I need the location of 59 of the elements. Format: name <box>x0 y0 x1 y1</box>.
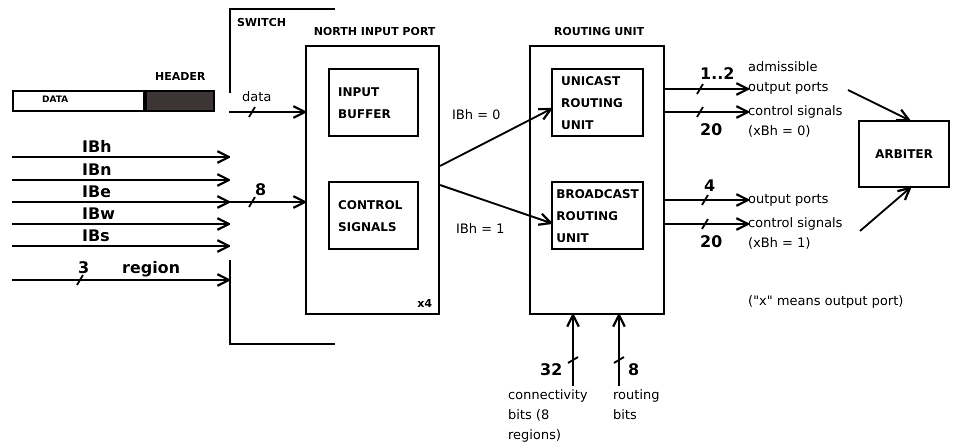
bus-arrow <box>228 105 306 119</box>
block-title: SWITCH <box>237 16 286 29</box>
edge-label: 1..2 <box>700 64 734 83</box>
block-label: ARBITER <box>874 146 934 163</box>
signal-label: connectivity bits (8 regions) <box>508 387 589 443</box>
edge-label: IBh <box>82 137 112 156</box>
segment-label: DATA <box>42 95 68 105</box>
block-title: ROUTING UNIT <box>552 25 646 38</box>
edge-label: IBh = 1 <box>456 221 504 239</box>
arrow <box>12 150 230 164</box>
block-label: INPUT BUFFER <box>337 84 392 122</box>
arrow <box>12 173 230 187</box>
signal-label: control signals <box>748 215 844 233</box>
arbiter-box <box>858 120 950 188</box>
block-label: BROADCAST ROUTING UNIT <box>555 186 640 246</box>
edge-label: 4 <box>704 176 716 195</box>
bus-arrow <box>11 273 230 287</box>
control-box <box>328 181 419 250</box>
bus-arrow <box>664 82 750 96</box>
edge-label: IBn <box>82 160 112 179</box>
condition-label: (xBh = 1) <box>748 235 812 253</box>
buffer-box <box>328 68 419 137</box>
edge-label: data <box>242 89 272 107</box>
block-title: HEADER <box>155 70 206 83</box>
arrow <box>12 239 230 253</box>
signal-label: output ports <box>748 191 830 209</box>
block-label: UNICAST ROUTING UNIT <box>560 72 624 134</box>
note: ("x" means output port) <box>748 293 904 311</box>
arrow <box>440 184 552 226</box>
bus-arrow <box>664 105 750 119</box>
arrow <box>848 89 910 122</box>
edge-label: IBh = 0 <box>452 107 500 125</box>
edge-label: 20 <box>700 120 722 139</box>
edge-label: IBs <box>82 226 110 245</box>
bus-arrow <box>566 314 580 387</box>
edge-label: IBw <box>82 204 115 223</box>
arrow <box>859 186 912 232</box>
unicast-unit-box <box>551 68 644 137</box>
signal-label: control signals <box>748 103 844 121</box>
edge-label: region <box>122 258 180 277</box>
bus-width-label: 3 <box>78 258 90 277</box>
arrow <box>12 195 230 209</box>
edge-label: 20 <box>700 232 722 251</box>
edge-label: IBe <box>82 182 111 201</box>
edge-label: 8 <box>255 180 266 199</box>
arrow <box>12 217 230 231</box>
multiplier-label: x4 <box>417 297 432 310</box>
edge-label: 8 <box>628 360 640 379</box>
block-title: NORTH INPUT PORT <box>312 25 436 38</box>
bus-arrow <box>664 217 750 231</box>
data-segment <box>12 90 145 112</box>
bus-arrow <box>612 314 626 387</box>
signal-label: routing bits <box>613 387 660 425</box>
arrow <box>440 108 552 167</box>
bus-arrow <box>228 195 306 209</box>
bus-arrow <box>664 193 750 207</box>
block-label: CONTROL SIGNALS <box>337 196 404 236</box>
condition-label: (xBh = 0) <box>748 123 812 141</box>
edge-label: 32 <box>540 360 562 379</box>
